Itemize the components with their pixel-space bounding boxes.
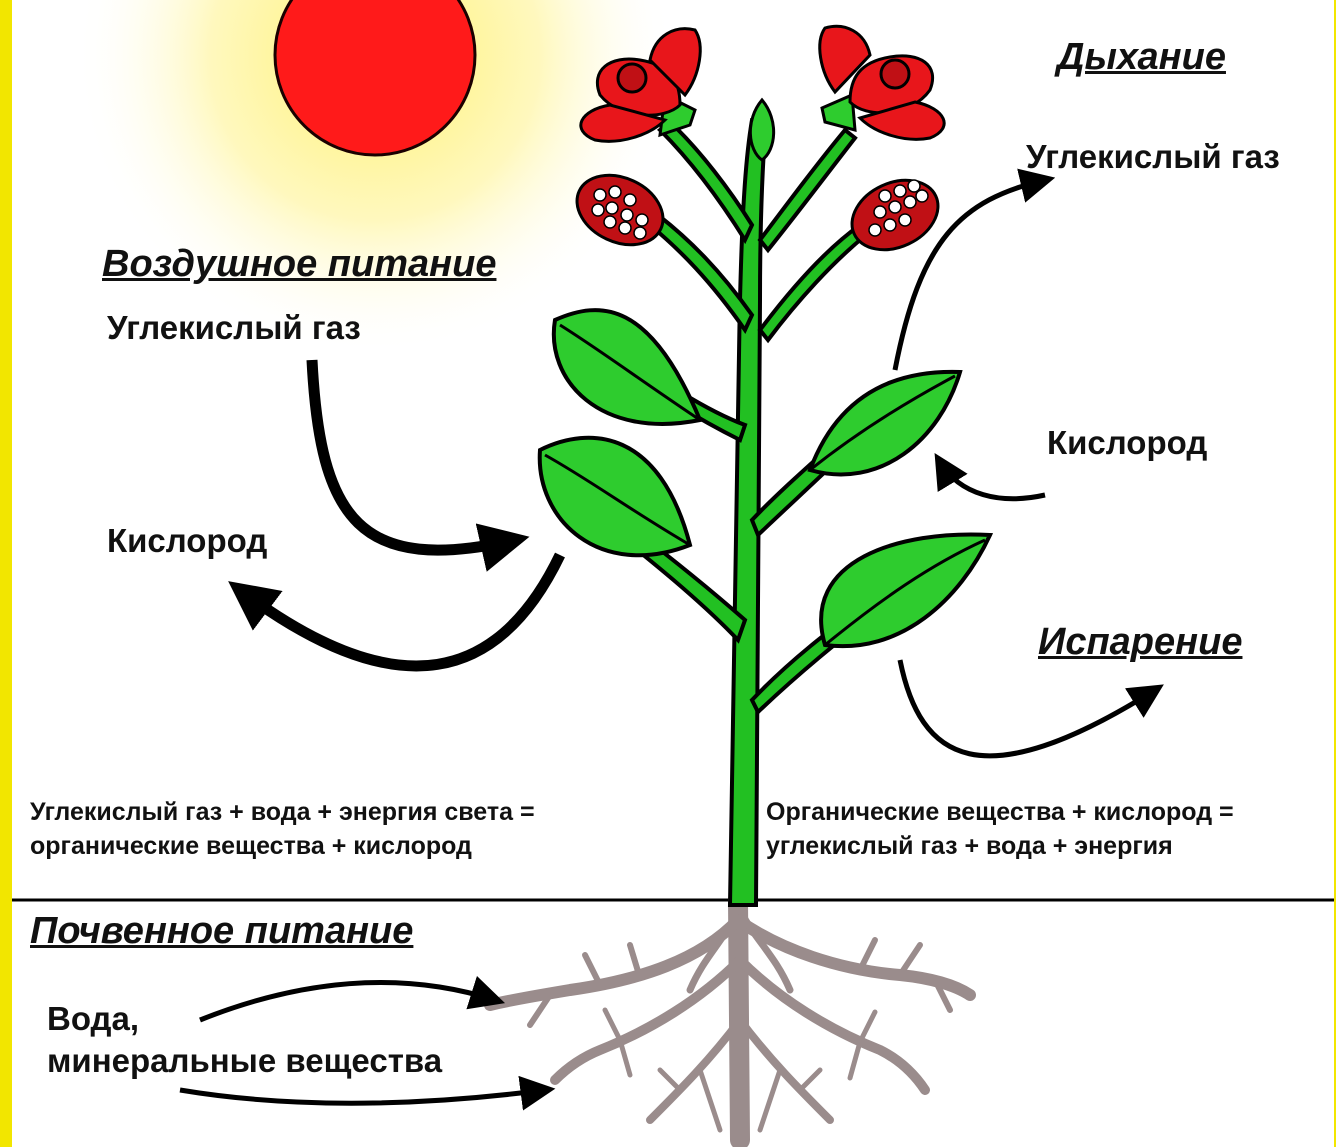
heading-air-nutrition: Воздушное питание bbox=[102, 243, 496, 286]
arrow-oxygen-out-left bbox=[240, 555, 560, 666]
bud bbox=[750, 100, 773, 160]
equation-respiration: Органические вещества + кислород = углек… bbox=[766, 795, 1234, 863]
label-oxygen-left: Кислород bbox=[107, 522, 267, 560]
label-oxygen-right: Кислород bbox=[1047, 424, 1207, 462]
diagram-frame: Воздушное питание Дыхание Испарение Почв… bbox=[12, 0, 1334, 1147]
arrow-oxygen-into-leaf bbox=[940, 462, 1045, 499]
label-co2-left: Углекислый газ bbox=[107, 309, 361, 347]
label-water: Вода, bbox=[47, 1000, 139, 1038]
flower-right bbox=[820, 26, 944, 139]
leaves bbox=[540, 310, 990, 646]
arrow-co2-into-leaf bbox=[312, 360, 515, 550]
heading-evaporation: Испарение bbox=[1038, 621, 1242, 664]
arrow-evaporation bbox=[900, 660, 1155, 756]
roots bbox=[490, 900, 970, 1140]
label-co2-right: Углекислый газ bbox=[1026, 138, 1280, 176]
equation-photosynthesis-line1: Углекислый газ + вода + энергия света = bbox=[30, 795, 535, 829]
heading-respiration: Дыхание bbox=[1057, 36, 1226, 79]
seed-pod-right bbox=[841, 167, 950, 263]
equation-respiration-line1: Органические вещества + кислород = bbox=[766, 795, 1234, 829]
diagram-scene: Воздушное питание Дыхание Испарение Почв… bbox=[12, 0, 1334, 1147]
arrow-water-lower bbox=[180, 1090, 545, 1103]
heading-soil-nutrition: Почвенное питание bbox=[30, 910, 413, 953]
label-minerals: минеральные вещества bbox=[47, 1042, 442, 1080]
equation-photosynthesis-line2: органические вещества + кислород bbox=[30, 829, 535, 863]
equation-photosynthesis: Углекислый газ + вода + энергия света = … bbox=[30, 795, 535, 863]
equation-respiration-line2: углекислый газ + вода + энергия bbox=[766, 829, 1234, 863]
arrow-water-upper bbox=[200, 983, 495, 1020]
